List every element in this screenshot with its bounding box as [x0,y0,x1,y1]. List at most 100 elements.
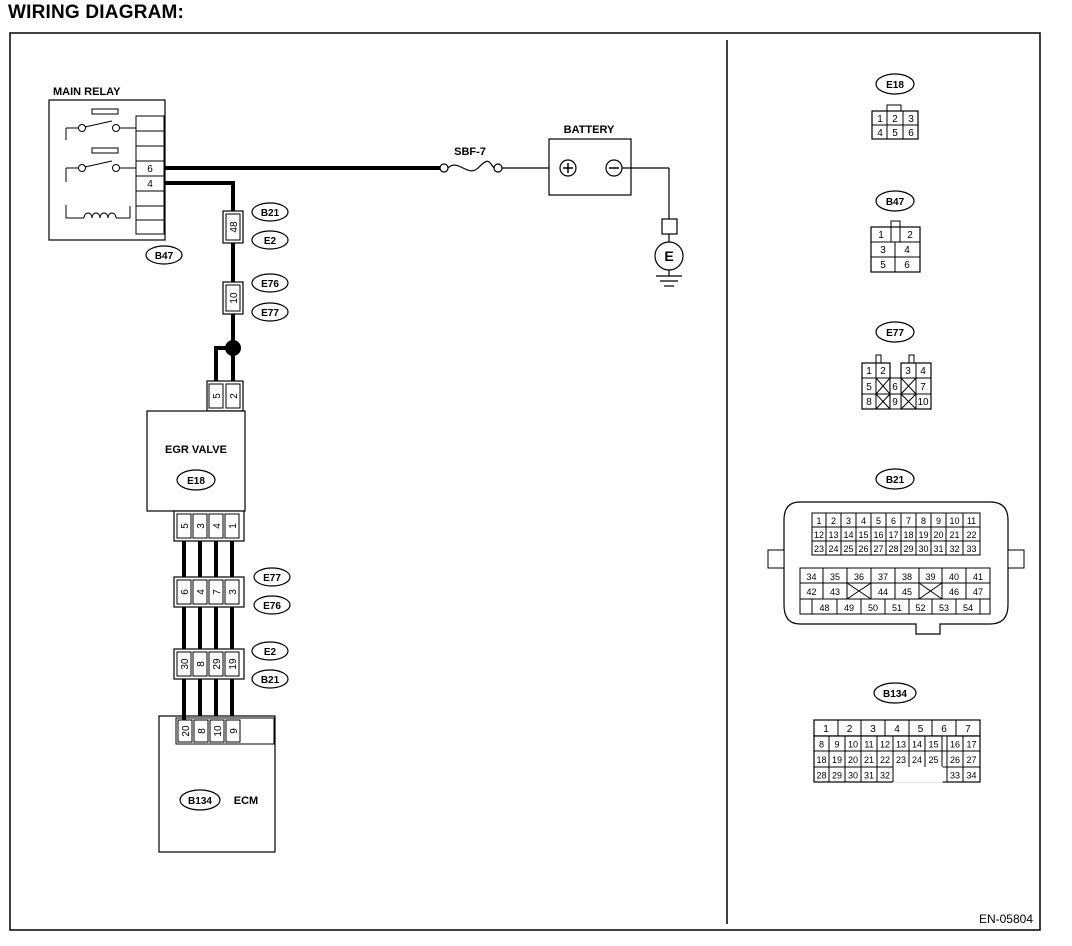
connector-view-label: E77 [886,328,904,339]
joint-lower-pin: 8 [196,661,207,667]
connector-view-label: E18 [886,80,904,91]
cv-pin: 33 [966,544,976,554]
cv-pin: 5 [876,516,881,526]
cv-pin: 18 [816,755,826,765]
cv-pin: 20 [848,755,858,765]
cv-pin: 15 [858,530,868,540]
cv-pin: 41 [973,572,983,582]
fuse-label: SBF-7 [454,146,486,158]
cv-pin: 14 [912,740,922,750]
joint-ref-e77: E77 [261,308,279,319]
cv-pin: 11 [967,516,976,526]
cv-pin: 2 [831,516,836,526]
cv-pin: 3 [846,516,851,526]
wires-egr-to-ecm [182,541,234,720]
joint-pin-10: 10 [229,292,240,304]
cv-pin: 1 [866,366,872,377]
cv-pin: 29 [903,544,913,554]
cv-pin: 6 [891,516,896,526]
cv-pin: 2 [892,114,898,125]
cv-pin: 8 [921,516,926,526]
cv-pin: 15 [928,740,938,750]
cv-pin: 31 [864,771,874,781]
cv-pin: 13 [896,740,906,750]
cv-pin: 42 [806,587,816,597]
ecm-pin-9: 9 [229,728,240,734]
cv-pin: 33 [950,771,960,781]
cv-pin: 30 [918,544,928,554]
cv-pin: 10 [949,516,959,526]
joint-b21-e2: 48 B21 E2 [222,202,289,250]
cv-pin: 1 [816,516,821,526]
cv-pin: 24 [828,544,838,554]
cv-pin: 37 [878,572,888,582]
cv-pin: 6 [908,128,914,139]
egr-valve-connector-ref: E18 [187,476,205,487]
egr-valve-label: EGR VALVE [165,444,227,456]
joint-ref-e77-lower: E77 [263,573,281,584]
main-relay-label: MAIN RELAY [53,86,121,98]
cv-pin: 17 [966,740,976,750]
cv-pin: 4 [904,245,910,256]
egr-pin-bottom-3: 3 [196,523,207,529]
cv-pin: 3 [905,366,911,377]
joint-ref-b21: B21 [261,208,280,219]
battery-label: BATTERY [564,124,615,136]
cv-pin: 26 [950,755,960,765]
ecm-pin-8: 8 [197,728,208,734]
cv-pin: 4 [861,516,866,526]
cv-pin: 34 [966,771,976,781]
cv-pin: 5 [880,260,886,271]
joint-lower-pin: 19 [228,658,239,670]
ecm-pin-20: 20 [181,725,192,737]
cv-pin: 47 [973,587,983,597]
cv-pin: 29 [832,771,842,781]
cv-pin: 38 [902,572,912,582]
joint-e77-e76-lower: 6 4 7 3 E77 E76 [173,567,291,615]
fuse-icon [447,160,495,172]
cv-pin: 40 [949,572,959,582]
cv-pin: 11 [864,740,873,750]
battery: BATTERY [548,124,632,196]
joint-lower-pin: 7 [212,589,223,595]
relay-switch-1-icon [65,108,136,140]
ecm-pin-10: 10 [213,725,224,737]
egr-valve: 5 2 EGR VALVE E18 5 3 4 1 [146,380,246,542]
cv-pin: 10 [848,740,858,750]
cv-pin: 4 [920,366,926,377]
cv-pin: 18 [903,530,913,540]
cv-pin: 27 [873,544,883,554]
cv-pin: 7 [965,724,971,735]
cv-pin: 32 [880,771,890,781]
cv-pin: 28 [888,544,898,554]
cv-pin: 49 [844,603,854,613]
main-relay-pin-4: 4 [147,179,153,190]
cv-pin: 8 [866,397,872,408]
cv-pin: 2 [907,230,913,241]
cv-pin: 51 [892,603,902,613]
connector-view-e18: E18 1 2 3 4 5 6 [871,73,919,140]
cv-pin: 2 [880,366,886,377]
joint-pin-48: 48 [229,221,240,233]
cv-pin: 30 [848,771,858,781]
joint-lower-pin: 30 [180,658,191,670]
joint-lower-pin: 4 [196,589,207,595]
cv-pin: 1 [877,114,883,125]
cv-pin: 50 [868,603,878,613]
cv-pin: 35 [830,572,840,582]
cv-pin: 31 [933,544,943,554]
cv-pin: 4 [894,724,900,735]
joint-ref-e76: E76 [261,279,279,290]
cv-pin: 16 [950,740,960,750]
cv-pin: 6 [941,724,947,735]
egr-pin-bottom-1: 1 [228,523,239,529]
cv-pin: 24 [912,755,922,765]
wire-relay-to-fuse [164,166,440,212]
joint-ref-e76-lower: E76 [263,601,281,612]
joint-e2-b21-lower: 30 8 29 19 E2 B21 [173,641,289,689]
cv-pin: 10 [917,397,929,408]
ecm-label: ECM [234,795,258,807]
cv-pin: 48 [819,603,829,613]
cv-pin: 14 [843,530,853,540]
